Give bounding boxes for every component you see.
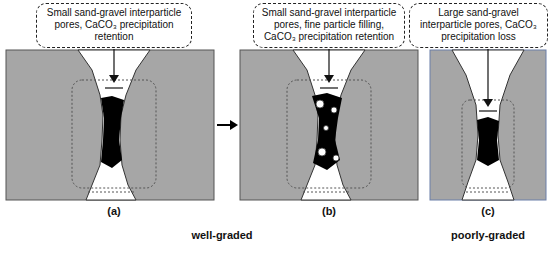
panel-c (430, 49, 546, 200)
grading-label: poorly-graded (451, 229, 525, 241)
callout-text: Large sand-gravel interparticle pores, C… (414, 7, 543, 43)
callout-box: Small sand-gravel interparticle pores, C… (36, 3, 192, 48)
panel-b (240, 49, 418, 200)
panel-a (6, 49, 214, 200)
grading-label: well-graded (191, 229, 252, 241)
panel-label: (c) (481, 205, 494, 217)
callout-text: Small sand-gravel interparticle pores, f… (258, 7, 400, 43)
callout-text: Small sand-gravel interparticle pores, C… (41, 7, 187, 43)
callout-box: Large sand-gravel interparticle pores, C… (409, 3, 548, 48)
panel-label: (a) (107, 205, 120, 217)
panel-label: (b) (322, 205, 336, 217)
step-arrow (217, 120, 238, 130)
callout-box: Small sand-gravel interparticle pores, f… (253, 3, 405, 48)
